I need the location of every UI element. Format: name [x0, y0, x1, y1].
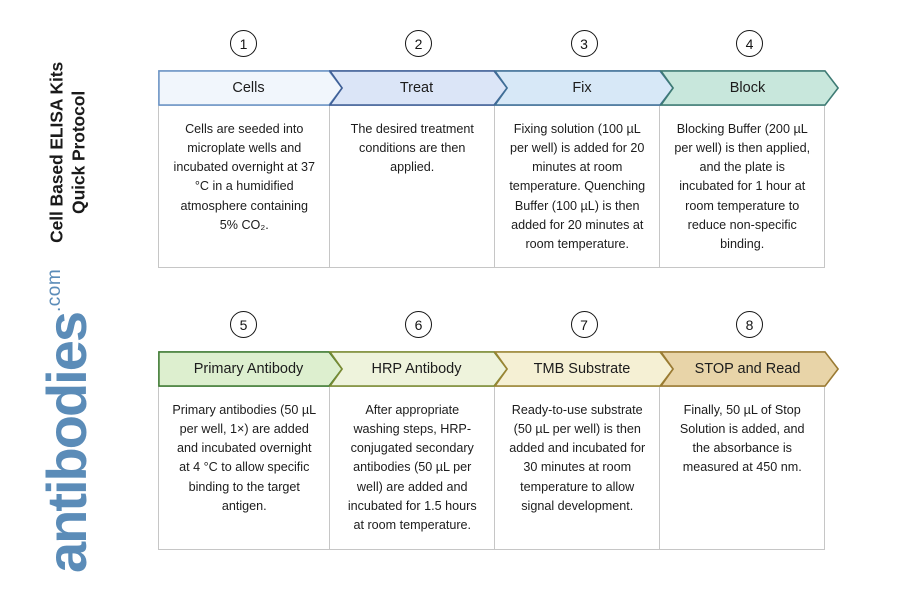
chevron-step-2[interactable]: Treat — [329, 70, 508, 106]
step-number-badge-1: 1 — [230, 30, 257, 57]
step-description-text: After appropriate washing steps, HRP-con… — [347, 403, 477, 532]
chevron-step-4[interactable]: Block — [660, 70, 839, 106]
chevron-step-6[interactable]: HRP Antibody — [329, 351, 508, 387]
brand-logo-word: antibodies — [35, 312, 98, 573]
step-description-cell: After appropriate washing steps, HRP-con… — [329, 387, 494, 549]
chevron-shape — [660, 70, 839, 106]
chevron-step-8[interactable]: STOP and Read — [660, 351, 839, 387]
chevron-step-label: Fix — [572, 80, 592, 96]
step-description-cell: The desired treatment conditions are the… — [329, 106, 494, 267]
chevron-band-row-2: Primary Antibody HRP Antibody TMB Substrat… — [158, 351, 839, 387]
step-description-cell: Fixing solution (100 µL per well) is add… — [493, 106, 660, 267]
step-number-badge-2: 2 — [405, 30, 432, 57]
chevron-step-3[interactable]: Fix — [494, 70, 674, 106]
step-description-text: Ready-to-use substrate (50 µL per well) … — [509, 403, 646, 513]
chevron-shape — [660, 351, 839, 387]
chevron-band-row-1: Cells Treat Fix Block — [158, 70, 839, 106]
flow-row-1: 1 2 3 4 Cells Treat Fix Block Cells are seeded… — [158, 30, 839, 268]
description-grid-row-1: Cells are seeded into microplate wells a… — [158, 106, 825, 268]
step-number-badge-3: 3 — [570, 30, 598, 57]
chevron-step-label: STOP and Read — [694, 361, 801, 377]
step-description-text: The desired treatment conditions are the… — [350, 122, 474, 175]
chevron-step-label: Primary Antibody — [193, 361, 304, 377]
step-description-cell: Ready-to-use substrate (50 µL per well) … — [493, 387, 660, 549]
description-grid-row-2: Primary antibodies (50 µL per well, 1×) … — [158, 387, 825, 550]
step-number-badge-7: 7 — [570, 311, 598, 338]
step-description-text: Fixing solution (100 µL per well) is add… — [509, 122, 646, 251]
step-number-text: 8 — [745, 316, 754, 333]
chevron-step-1[interactable]: Cells — [158, 70, 343, 106]
step-number-text: 6 — [414, 316, 423, 333]
step-description-text: Primary antibodies (50 µL per well, 1×) … — [172, 403, 317, 513]
chevron-step-label: Block — [729, 80, 766, 96]
brand-logo-tld: .com — [44, 268, 65, 312]
step-number-text: 3 — [580, 35, 588, 52]
step-number-text: 2 — [414, 35, 423, 52]
brand-logo: antibodies.com — [35, 269, 98, 573]
step-number-badge-8: 8 — [736, 311, 763, 338]
step-number-badge-6: 6 — [405, 311, 432, 338]
chevron-step-label: Cells — [232, 80, 265, 96]
step-number-text: 7 — [580, 316, 588, 333]
step-description-text: Finally, 50 µL of Stop Solution is added… — [679, 403, 805, 475]
page-title-line-2: Quick Protocol — [69, 90, 89, 214]
step-number-text: 5 — [239, 316, 248, 333]
step-description-cell: Cells are seeded into microplate wells a… — [159, 106, 329, 267]
flow-row-2: 5 6 7 8 Primary Antibody HRP Antibody TMB Sub… — [158, 311, 839, 550]
page-title: Cell Based ELISA Kits Quick Protocol — [46, 22, 91, 282]
step-number-badge-4: 4 — [736, 30, 763, 57]
page-title-line-1: Cell Based ELISA Kits — [46, 61, 67, 243]
chevron-step-label: Treat — [399, 80, 434, 96]
step-number-row-2: 5 6 7 8 — [158, 311, 825, 351]
chevron-step-7[interactable]: TMB Substrate — [494, 351, 674, 387]
step-number-text: 1 — [239, 35, 248, 52]
step-description-cell: Blocking Buffer (200 µL per well) is the… — [659, 106, 824, 267]
chevron-step-label: HRP Antibody — [371, 361, 462, 377]
step-number-text: 4 — [745, 35, 754, 52]
step-description-text: Cells are seeded into microplate wells a… — [173, 122, 315, 232]
step-description-cell: Finally, 50 µL of Stop Solution is added… — [659, 387, 824, 549]
chevron-step-5[interactable]: Primary Antibody — [158, 351, 343, 387]
chevron-step-label: TMB Substrate — [533, 361, 631, 377]
step-number-row-1: 1 2 3 4 — [158, 30, 825, 70]
step-description-cell: Primary antibodies (50 µL per well, 1×) … — [159, 387, 329, 549]
step-number-badge-5: 5 — [230, 311, 257, 338]
step-description-text: Blocking Buffer (200 µL per well) is the… — [674, 122, 811, 251]
